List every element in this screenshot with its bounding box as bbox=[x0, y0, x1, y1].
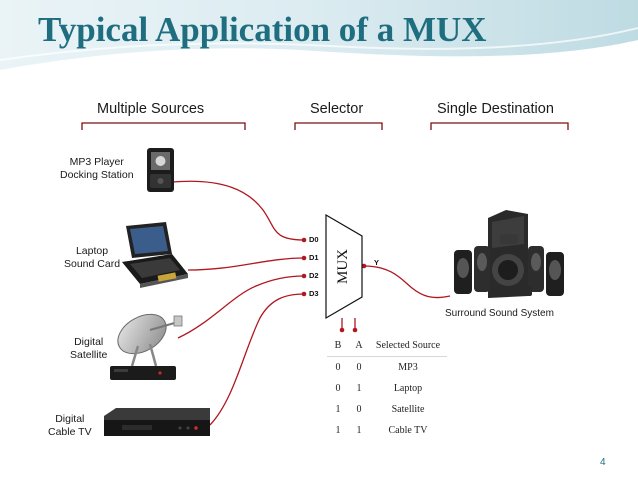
source-label-satellite: Digital Satellite bbox=[70, 336, 108, 362]
source-label-laptop: Laptop Sound Card bbox=[64, 245, 121, 271]
page-number: 4 bbox=[600, 457, 606, 468]
wire-terminals bbox=[170, 180, 367, 333]
mux-input-d2: D2 bbox=[309, 271, 319, 280]
cable-box-icon bbox=[104, 408, 210, 436]
satellite-dish-icon bbox=[110, 313, 183, 380]
source-label-mp3: MP3 Player Docking Station bbox=[60, 156, 134, 182]
mp3-player-icon bbox=[147, 148, 174, 192]
header-selector: Selector bbox=[310, 101, 364, 117]
destination-label: Surround Sound System bbox=[445, 308, 554, 319]
mux-block bbox=[325, 213, 363, 320]
table-row: 0 0 MP3 bbox=[335, 362, 418, 373]
header-sources: Multiple Sources bbox=[97, 101, 205, 117]
laptop-icon bbox=[122, 222, 188, 288]
header-brackets bbox=[81, 122, 569, 130]
table-row: 1 1 Cable TV bbox=[335, 425, 428, 436]
source-label-cable: Digital Cable TV bbox=[48, 413, 92, 439]
truth-table-header: B A Selected Source bbox=[327, 335, 447, 357]
mux-label: MUX bbox=[335, 248, 352, 285]
header-wave bbox=[0, 0, 638, 70]
header-destination: Single Destination bbox=[437, 101, 554, 117]
truth-table: B A Selected Source 0 0 MP3 0 1 Laptop 1… bbox=[327, 335, 447, 441]
mux-input-d1: D1 bbox=[309, 253, 319, 262]
mux-input-d3: D3 bbox=[309, 289, 319, 298]
slide-title: Typical Application of a MUX bbox=[38, 10, 487, 49]
mux-input-d0: D0 bbox=[309, 235, 319, 244]
mux-output-y: Y bbox=[374, 258, 380, 267]
signal-wires bbox=[171, 180, 451, 426]
table-row: 0 1 Laptop bbox=[335, 383, 423, 394]
speaker-system-icon bbox=[454, 210, 564, 298]
table-row: 1 0 Satellite bbox=[335, 404, 425, 415]
